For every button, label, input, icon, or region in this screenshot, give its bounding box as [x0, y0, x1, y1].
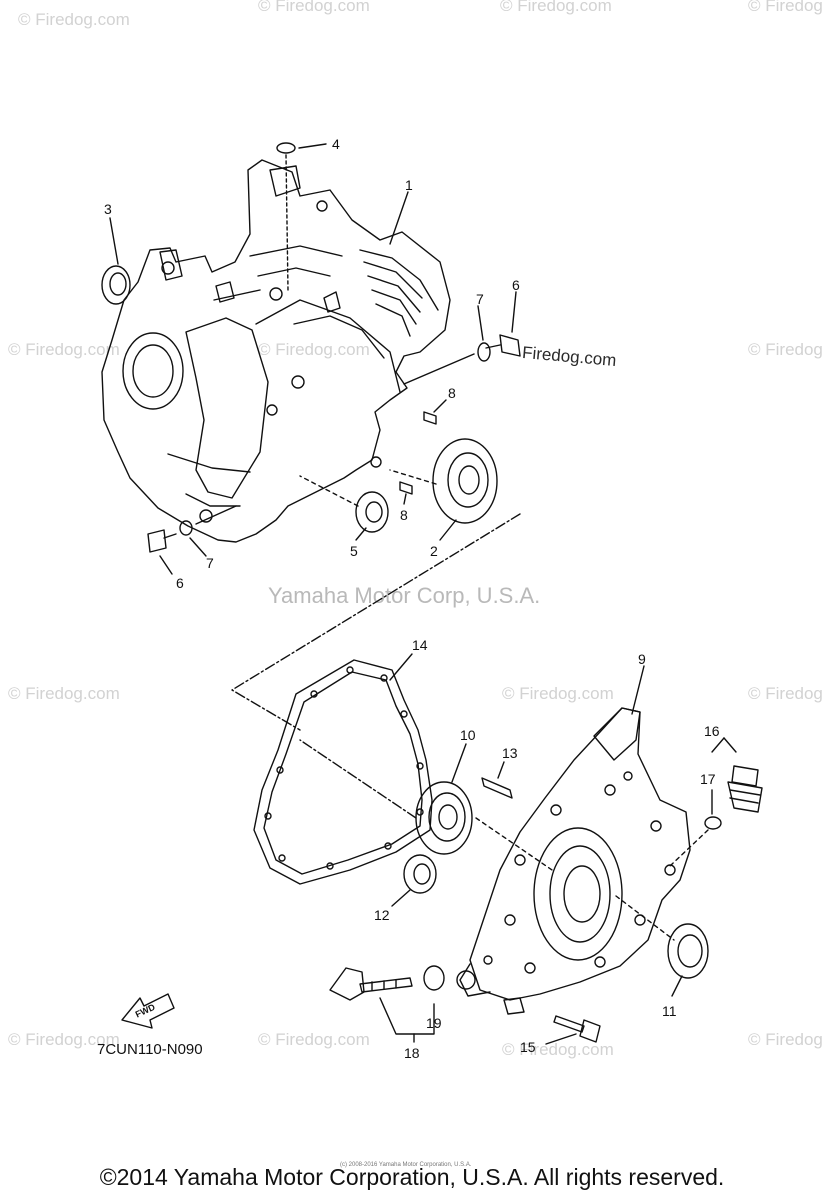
part-number-19: 19: [426, 1015, 442, 1031]
part-number-4: 4: [332, 136, 340, 152]
watermark: © Firedog.com: [8, 1030, 120, 1049]
washer-7-right: [477, 342, 491, 362]
o-ring-17: [704, 816, 722, 830]
watermark: © Firedog.com: [18, 10, 130, 29]
watermark: © Firedog.com: [502, 1040, 614, 1059]
bearing-10: [415, 781, 473, 855]
dowel-pin-8-lower: [399, 481, 413, 495]
o-ring-19: [423, 965, 445, 991]
part-number-18: 18: [404, 1045, 420, 1061]
center-watermark: Yamaha Motor Corp, U.S.A.: [268, 583, 541, 608]
dowel-pin-8-upper: [423, 411, 437, 425]
watermark: © Firedog.com: [258, 340, 370, 359]
gasket-14: [253, 659, 433, 885]
bearing-2: [432, 438, 498, 524]
watermark: © Firedog.com: [500, 0, 612, 15]
part-number-15: 15: [520, 1039, 536, 1055]
bolt-15: [553, 1015, 601, 1043]
bearing-5: [355, 491, 389, 533]
fwd-arrow-icon: [121, 993, 175, 1029]
watermark: © Firedog.com: [748, 684, 824, 703]
watermark: © Firedog.com: [258, 1030, 370, 1049]
bolt-6-right: [485, 334, 521, 357]
washer-7-left: [179, 520, 193, 536]
part-number-3: 3: [104, 201, 112, 217]
part-number-6-right: 6: [512, 277, 520, 293]
fine-print: (c) 2008-2016 Yamaha Motor Corporation, …: [340, 1162, 472, 1168]
copyright-footer: ©2014 Yamaha Motor Corporation, U.S.A. A…: [99, 1164, 725, 1190]
part-number-7-left: 7: [206, 555, 214, 571]
part-number-8-lower: 8: [400, 507, 408, 523]
watermark: © Firedog.com: [8, 340, 120, 359]
washer-4: [276, 142, 296, 154]
watermark: © Firedog.com: [748, 0, 824, 15]
part-number-12: 12: [374, 907, 390, 923]
part-number-17: 17: [700, 771, 716, 787]
part-number-labels: 1 2 3 4 5 6 6 7 7 8 8 9 10 11 12 13 14 1…: [104, 136, 720, 1061]
oil-seal-3: [101, 265, 131, 305]
crankcase-cover-9: [456, 707, 691, 1015]
bearing-12: [403, 854, 437, 894]
watermark: © Firedog.com: [502, 684, 614, 703]
part-number-6-left: 6: [176, 575, 184, 591]
part-number-11: 11: [662, 1003, 677, 1019]
part-number-10: 10: [460, 727, 476, 743]
diagram-reference-code: 7CUN110-N090: [97, 1041, 203, 1058]
watermark: © Firedog.com: [8, 684, 120, 703]
bolt-6-left: [147, 529, 177, 553]
watermark: © Firedog.com: [748, 1030, 824, 1049]
dowel-pin-13: [481, 777, 513, 799]
crankcase-body: [101, 159, 451, 543]
watermark: © Firedog.com: [258, 0, 370, 15]
part-number-14: 14: [412, 637, 428, 653]
fwd-label: FWD: [134, 1002, 157, 1020]
part-number-8-upper: 8: [448, 385, 456, 401]
part-number-2: 2: [430, 543, 438, 559]
oil-seal-11: [667, 923, 709, 979]
part-number-16: 16: [704, 723, 720, 739]
part-number-13: 13: [502, 745, 518, 761]
watermark: © Firedog.com: [748, 340, 824, 359]
oil-dipstick-18: [329, 967, 413, 1001]
drain-plug-16: [727, 765, 763, 813]
part-number-7-right: 7: [476, 291, 484, 307]
part-number-9: 9: [638, 651, 646, 667]
part-number-5: 5: [350, 543, 358, 559]
part-number-1: 1: [405, 177, 413, 193]
